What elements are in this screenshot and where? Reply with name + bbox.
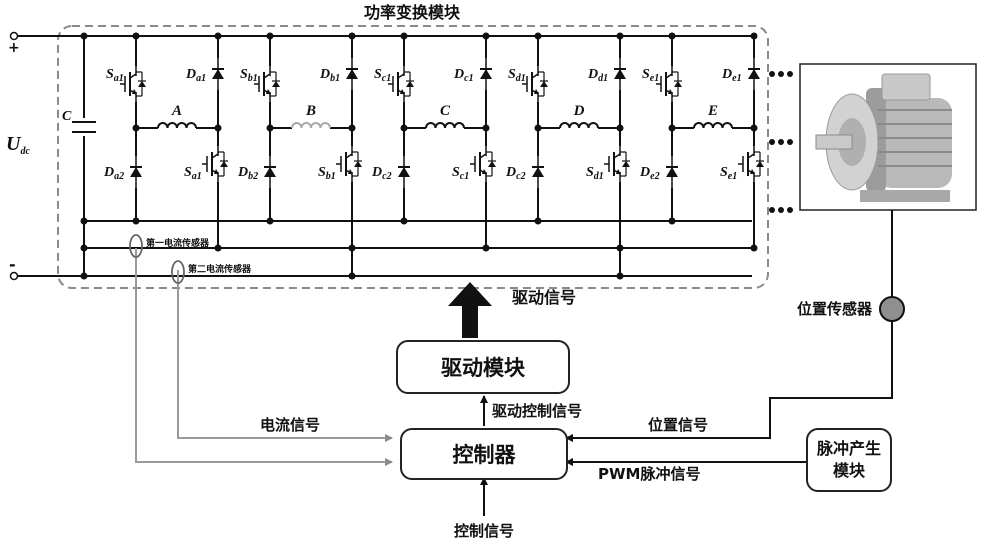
drive-signal-label: 驱动信号 [512,288,576,307]
continuation-dots [769,71,793,213]
upper-diode-icon [345,57,359,91]
phase-label-a: A [171,103,182,119]
phase-label-e: E [707,103,718,119]
positive-terminal [9,31,19,41]
upper-switch-icon [119,65,147,103]
lower-switch-icon [335,145,363,183]
lower-diode-icon [531,155,545,189]
phase-label-c: C [440,103,451,119]
upper-diode-label: Dc1 [453,67,474,84]
upper-diode-icon [211,57,225,91]
inductor-a [157,122,197,129]
position-signal-label: 位置信号 [648,416,708,434]
control-signal-label: 控制信号 [454,522,514,540]
first-current-sensor [129,234,143,258]
upper-switch-label: Sd1 [508,67,526,84]
lower-diode-label: De2 [639,165,660,182]
lower-switch-label: Sb1 [318,165,336,182]
pulse-generation-block: 脉冲产生模块 [806,428,892,492]
minus-sign: - [9,255,16,274]
upper-switch-icon [253,65,281,103]
plus-sign: + [8,40,20,56]
lower-switch-icon [603,145,631,183]
upper-switch-label: Sb1 [240,67,258,84]
upper-diode-icon [479,57,493,91]
upper-switch-icon [521,65,549,103]
upper-switch-icon [655,65,683,103]
phase-label-d: D [573,103,585,119]
upper-diode-label: Dd1 [587,67,608,84]
capacitor [72,118,96,136]
upper-switch-label: Se1 [642,67,659,84]
lower-switch-icon [737,145,765,183]
upper-diode-label: Db1 [319,67,340,84]
negative-terminal [9,271,19,281]
inductor-e [693,122,733,129]
inductor-d [559,122,599,129]
drive-control-label: 驱动控制信号 [492,402,582,420]
lower-switch-label: Sc1 [452,165,469,182]
electric-motor-icon [799,63,977,211]
upper-switch-icon [387,65,415,103]
lower-diode-icon [665,155,679,189]
current-signal-label: 电流信号 [260,416,320,434]
lower-diode-icon [263,155,277,189]
drive-module-block: 驱动模块 [396,340,570,394]
second-current-sensor [171,260,185,284]
lower-switch-label: Sd1 [586,165,604,182]
lower-switch-label: Sa1 [184,165,202,182]
voltage-label: Udc [6,133,30,157]
lower-diode-label: Db2 [237,165,258,182]
lower-switch-label: Se1 [720,165,737,182]
lower-diode-label: Dc2 [505,165,526,182]
drive-signal-arrow [448,282,492,338]
module-border [57,25,769,289]
position-sensor-label: 位置传感器 [797,300,873,318]
sensor-wires [135,248,393,466]
pwm-signal-label: PWM脉冲信号 [598,465,700,483]
position-sensor-icon [879,296,905,322]
lower-diode-label: Dc2 [371,165,392,182]
upper-diode-label: De1 [721,67,742,84]
inductor-b [291,122,331,129]
controller-block: 控制器 [400,428,568,480]
inductor-c [425,122,465,129]
module-title: 功率变换模块 [364,3,461,22]
upper-switch-label: Sc1 [374,67,391,84]
upper-diode-icon [747,57,761,91]
capacitor-label: C [62,109,72,124]
lower-switch-icon [201,145,229,183]
upper-diode-icon [613,57,627,91]
second-sensor-label: 第二电流传感器 [188,263,252,275]
first-sensor-label: 第一电流传感器 [146,237,210,249]
lower-diode-label: Da2 [103,165,124,182]
lower-diode-icon [397,155,411,189]
upper-diode-label: Da1 [185,67,206,84]
phase-label-b: B [305,103,316,119]
upper-switch-label: Sa1 [106,67,124,84]
lower-diode-icon [129,155,143,189]
lower-switch-icon [469,145,497,183]
